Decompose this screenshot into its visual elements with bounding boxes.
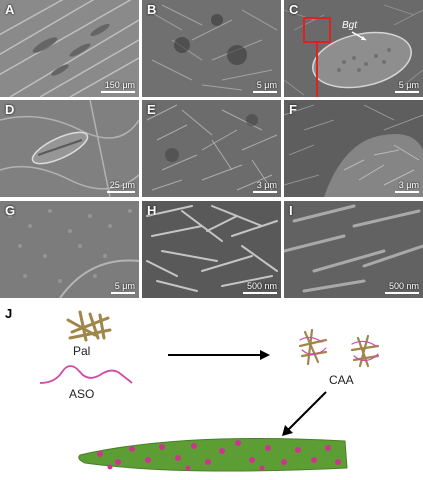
scale-bar-a: 150 μm (101, 81, 135, 93)
caa-dots (97, 440, 341, 471)
panel-label-e: E (147, 102, 156, 117)
panel-label-b: B (147, 2, 157, 17)
panel-label-g: G (5, 203, 16, 218)
scale-text-i: 500 nm (388, 281, 419, 291)
aso-wave-icon (39, 365, 133, 384)
sem-panel-i: I 500 nm (284, 201, 423, 298)
panel-label-c: C (289, 2, 299, 17)
aso-label: ASO (69, 387, 95, 401)
scale-bar-e: 3 μm (253, 181, 277, 193)
scale-bar-f: 3 μm (395, 181, 419, 193)
sem-panel-e: E 3 μm (142, 100, 281, 197)
panel-label-f: F (289, 102, 297, 117)
panel-label-h: H (147, 203, 157, 218)
scale-text-d: 25 μm (109, 180, 135, 190)
sem-image-g (0, 201, 139, 298)
pal-fibers-icon (66, 310, 112, 342)
leaf-icon (78, 437, 348, 472)
panel-label-i: I (289, 203, 293, 218)
sem-image-b (142, 0, 281, 97)
scale-bar-b: 5 μm (253, 81, 277, 93)
panel-label-j: J (5, 306, 13, 321)
scale-bar-h: 500 nm (243, 282, 277, 294)
sem-panel-d: D 25 μm (0, 100, 139, 197)
scale-text-h: 500 nm (246, 281, 277, 291)
panel-label-d: D (5, 102, 15, 117)
assembly-scheme (39, 310, 380, 472)
sem-panel-h: H 500 nm (142, 201, 281, 298)
caa-particle-icon (298, 328, 328, 366)
sem-panel-g: G 5 μm (0, 201, 139, 298)
scale-bar-d: 25 μm (107, 181, 135, 193)
sem-panel-f: F 3 μm (284, 100, 423, 197)
scale-text-g: 5 μm (114, 281, 135, 291)
scale-text-a: 150 μm (104, 80, 135, 90)
caa-label: CAA (329, 373, 354, 387)
scale-bar-i: 500 nm (385, 282, 419, 294)
sem-panel-a: A 150 μm (0, 0, 139, 97)
sem-image-d (0, 100, 139, 197)
scale-text-e: 3 μm (256, 180, 277, 190)
sem-image-i (284, 201, 423, 298)
sem-image-h (142, 201, 281, 298)
arrow-down-left-icon (287, 391, 327, 431)
scale-text-f: 3 μm (398, 180, 419, 190)
sem-image-a (0, 0, 139, 97)
scale-bar-c: 5 μm (395, 81, 419, 93)
scale-bar-g: 5 μm (111, 282, 135, 294)
annotation-bgt: Bgt (342, 20, 358, 31)
caa-particle-icon (350, 334, 380, 368)
sem-image-e (142, 100, 281, 197)
scale-text-b: 5 μm (256, 80, 277, 90)
sem-panel-c: C Bgt 5 μm (284, 0, 423, 97)
pal-label: Pal (73, 344, 91, 358)
sem-panel-b: B 5 μm (142, 0, 281, 97)
scale-text-c: 5 μm (398, 80, 419, 90)
sem-image-c (284, 0, 423, 97)
sem-image-f (284, 100, 423, 197)
panel-label-a: A (5, 2, 15, 17)
